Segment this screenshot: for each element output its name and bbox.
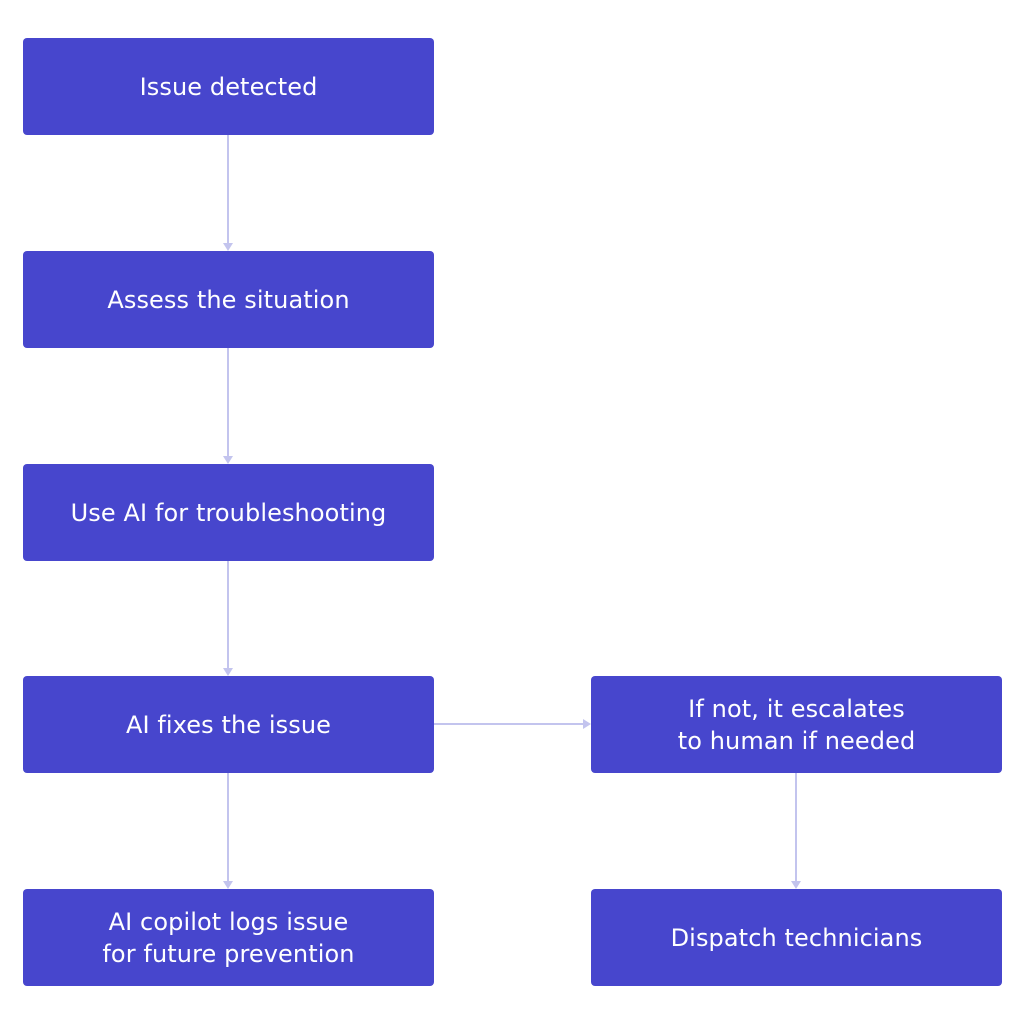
connector-troubleshoot-to-fixes-arrowhead — [223, 668, 233, 676]
step-dispatch-technicians: Dispatch technicians — [591, 889, 1002, 986]
step-escalate-to-human: If not, it escalates to human if needed — [591, 676, 1002, 773]
connector-assess-to-troubleshoot-arrowhead — [223, 456, 233, 464]
step-ai-fixes-issue: AI fixes the issue — [23, 676, 434, 773]
step-ai-troubleshooting: Use AI for troubleshooting — [23, 464, 434, 561]
step-issue-detected: Issue detected — [23, 38, 434, 135]
connector-fixes-to-escalate-arrowhead — [583, 719, 591, 729]
connector-issue-to-assess-arrowhead — [223, 243, 233, 251]
step-copilot-logs-issue-label: AI copilot logs issue for future prevent… — [102, 907, 355, 968]
step-escalate-to-human-label: If not, it escalates to human if needed — [677, 694, 916, 755]
step-issue-detected-label: Issue detected — [139, 72, 318, 101]
step-dispatch-technicians-label: Dispatch technicians — [670, 923, 923, 952]
connector-escalate-to-dispatch-arrowhead — [791, 881, 801, 889]
step-copilot-logs-issue: AI copilot logs issue for future prevent… — [23, 889, 434, 986]
step-assess-situation: Assess the situation — [23, 251, 434, 348]
connector-fixes-to-logs-arrowhead — [223, 881, 233, 889]
step-ai-fixes-issue-label: AI fixes the issue — [125, 710, 332, 739]
step-ai-troubleshooting-label: Use AI for troubleshooting — [70, 498, 387, 527]
step-assess-situation-label: Assess the situation — [107, 285, 350, 314]
